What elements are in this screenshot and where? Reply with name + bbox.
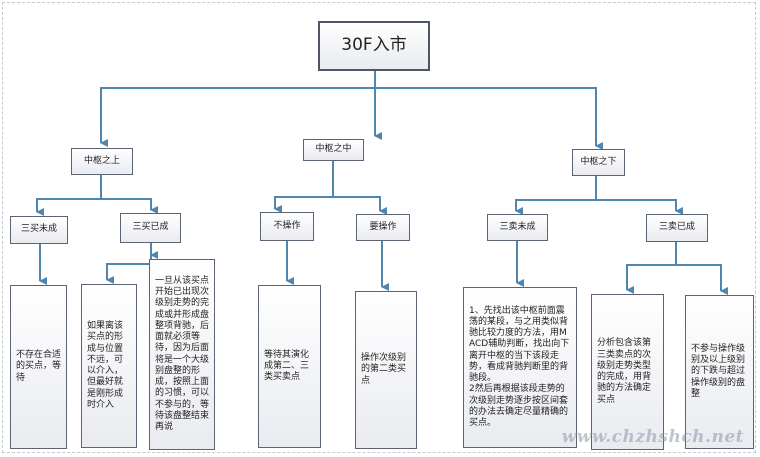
node-in-center-label: 中枢之中 bbox=[315, 144, 352, 155]
node-above-center: 中枢之上 bbox=[71, 148, 133, 175]
connector-above-formed bbox=[101, 198, 158, 214]
connector-root-above bbox=[100, 70, 376, 147]
node-third-buy-not-formed: 三买未成 bbox=[10, 216, 68, 244]
connector-above-not-formed bbox=[36, 174, 102, 216]
leaf-find-divergence-segment-text: 1、先找出该中枢前面震荡的某段，与之用类似背驰比较力度的方法，用MACD辅助判断… bbox=[469, 305, 570, 429]
node-no-operation-label: 不操作 bbox=[273, 220, 301, 231]
connector-root-below bbox=[375, 87, 603, 150]
leaf-enter-near-buy-point: 如果离该买点的形成与位置不远，可以介入，但最好就是刚形成时介入 bbox=[81, 284, 137, 448]
site-watermark: www.chzhshch.net bbox=[561, 427, 744, 447]
root-node-label: 30F入市 bbox=[341, 35, 407, 56]
node-third-sell-formed: 三卖已成 bbox=[646, 214, 708, 242]
node-above-center-label: 中枢之上 bbox=[83, 155, 120, 166]
node-no-operation: 不操作 bbox=[260, 212, 314, 241]
node-operation-label: 要操作 bbox=[369, 221, 397, 232]
leaf-wait-consolidation-end: 一旦从该买点开始已出现次级别走势的完成或并形成盘整项背驰，后面就必须等待，因为后… bbox=[149, 259, 215, 450]
leaf-wait-evolution-text: 等待其演化成第二、三类买卖点 bbox=[264, 349, 310, 383]
connector-leaf-above-formed-a bbox=[106, 242, 152, 284]
node-in-center: 中枢之中 bbox=[303, 139, 364, 161]
node-third-buy-not-formed-label: 三买未成 bbox=[20, 224, 57, 235]
image-frame bbox=[2, 2, 756, 453]
leaf-do-not-participate: 不参与操作级别及以上级别的下跌与超过操作级别的盘整 bbox=[685, 295, 754, 449]
connector-below-formed bbox=[596, 199, 683, 215]
leaf-analyze-third-sell-text: 分析包含该第三类卖点的次级别走势类型的完成，用背驰的方法确定买点 bbox=[597, 338, 652, 405]
node-below-center: 中枢之下 bbox=[572, 149, 625, 176]
connector-middle-op bbox=[333, 196, 387, 215]
node-third-sell-formed-label: 三卖已成 bbox=[658, 222, 695, 233]
leaf-operate-second-buy: 操作次级别的第二类买点 bbox=[355, 291, 417, 449]
leaf-analyze-third-sell: 分析包含该第三类卖点的次级别走势类型的完成，用背驰的方法确定买点 bbox=[591, 294, 664, 450]
leaf-enter-near-buy-point-text: 如果离该买点的形成与位置不远，可以介入，但最好就是刚形成时介入 bbox=[87, 321, 124, 410]
node-third-buy-formed: 三买已成 bbox=[120, 213, 181, 243]
connector-leaf-below-formed-b bbox=[676, 264, 728, 295]
node-third-sell-not-formed-label: 三卖未成 bbox=[499, 221, 536, 232]
leaf-no-suitable-buy-point: 不存在合适的买点，等待 bbox=[10, 285, 67, 449]
leaf-operate-second-buy-text: 操作次级别的第二类买点 bbox=[361, 353, 407, 386]
connector-leaf-below-formed-a bbox=[626, 241, 677, 294]
leaf-no-suitable-buy-point-text: 不存在合适的买点，等待 bbox=[16, 350, 62, 383]
node-third-buy-formed-label: 三买已成 bbox=[132, 222, 169, 233]
leaf-wait-evolution: 等待其演化成第二、三类买卖点 bbox=[258, 285, 321, 448]
connector-middle-no-op bbox=[274, 160, 334, 213]
leaf-wait-consolidation-end-text: 一旦从该买点开始已出现次级别走势的完成或并形成盘整项背驰，后面就必须等待，因为后… bbox=[155, 275, 210, 432]
node-below-center-label: 中枢之下 bbox=[580, 156, 617, 167]
root-node: 30F入市 bbox=[318, 21, 430, 71]
node-third-sell-not-formed: 三卖未成 bbox=[487, 214, 548, 241]
leaf-find-divergence-segment: 1、先找出该中枢前面震荡的某段，与之用类似背驰比较力度的方法，用MACD辅助判断… bbox=[463, 287, 577, 448]
node-operation: 要操作 bbox=[356, 214, 410, 241]
connector-below-not-formed bbox=[515, 176, 597, 215]
leaf-do-not-participate-text: 不参与操作级别及以上级别的下跌与超过操作级别的盘整 bbox=[691, 343, 746, 399]
